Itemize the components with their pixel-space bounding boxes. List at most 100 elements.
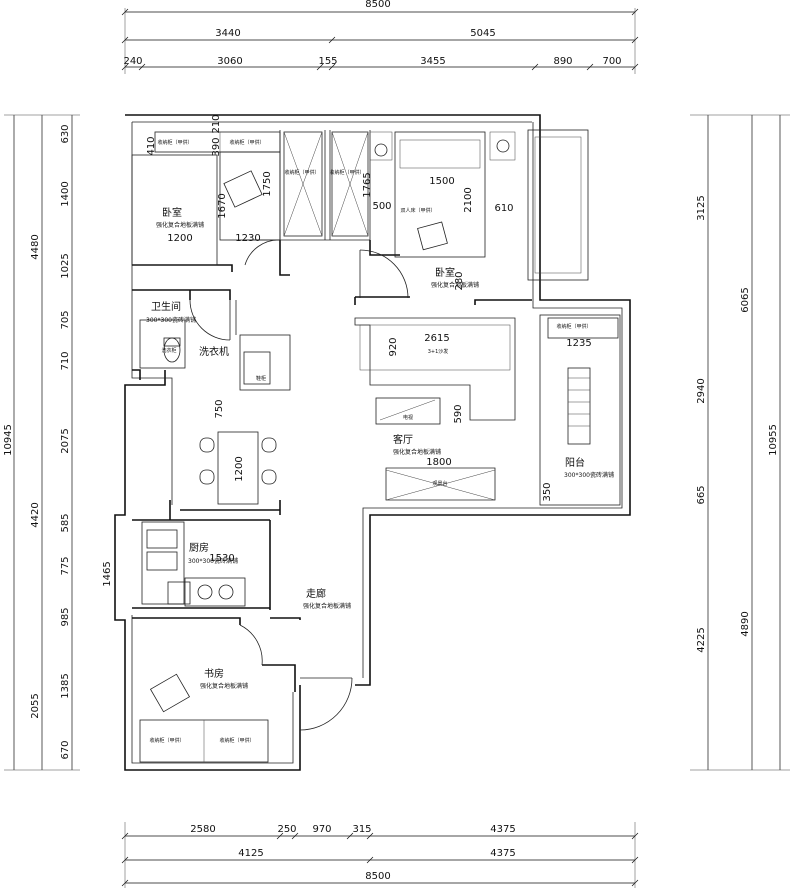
furniture-labels: 双人床（甲供）3+1沙发收纳柜（甲供）收纳柜（甲供）收纳柜（甲供）收纳柜（甲供）…	[149, 139, 591, 744]
dimension-tick	[531, 63, 539, 71]
furniture-label: 收纳柜（甲供）	[219, 737, 254, 744]
dimension-label: 700	[602, 56, 621, 67]
interior-dimension-label: 2615	[424, 333, 449, 344]
dimension-label: 10945	[3, 424, 14, 456]
furniture-label: 收纳柜（甲供）	[284, 169, 319, 176]
furniture-label: 鞋柜	[256, 375, 266, 382]
furniture-label: 收纳柜（甲供）	[149, 737, 184, 744]
dimension-label: 2580	[190, 824, 215, 835]
dimension-label: 4375	[490, 848, 515, 859]
interior-dimension-label: 920	[388, 337, 399, 356]
interior-dimension-label: 1230	[235, 233, 260, 244]
floor-finish-note: 强化复合地板满铺	[303, 602, 351, 610]
furniture	[131, 131, 619, 763]
dimension-label: 8500	[365, 871, 390, 882]
furniture-label: 收纳柜（甲供）	[229, 139, 264, 146]
dimension-tick	[138, 63, 146, 71]
dimension-label: 8500	[365, 0, 390, 10]
interior-dimension-label: 280	[454, 271, 465, 290]
furniture-label: 收纳柜（甲供）	[329, 169, 364, 176]
furniture-label: 收纳柜（甲供）	[556, 323, 591, 330]
dimension-label: 3440	[215, 28, 240, 39]
room-name: 走廊	[306, 587, 326, 600]
dimension-label: 155	[318, 56, 337, 67]
floor-finish-note: 300*300瓷砖满铺	[188, 557, 238, 565]
dimension-tick	[328, 36, 336, 44]
dimension-label: 250	[277, 824, 296, 835]
room-name: 卧室	[162, 206, 182, 219]
dimension-label: 4225	[696, 627, 707, 652]
dimension-lines	[4, 8, 790, 888]
interior-dimension-label: 500	[372, 201, 391, 212]
dimension-label: 2075	[60, 428, 71, 453]
floor-finish-note: 强化复合地板满铺	[393, 448, 441, 456]
dimension-label: 585	[60, 513, 71, 532]
room-name: 卫生间	[151, 300, 181, 313]
interior-dimension-label: 1530	[209, 553, 234, 564]
dimension-label: 4480	[30, 234, 41, 259]
dimension-label: 710	[60, 351, 71, 370]
interior-dimension-label: 1235	[566, 338, 591, 349]
dimension-tick	[328, 63, 336, 71]
dimension-label: 4375	[490, 824, 515, 835]
dimension-label: 3125	[696, 195, 707, 220]
dimension-label: 890	[553, 56, 572, 67]
dimension-label: 240	[123, 56, 142, 67]
room-name: 客厅	[393, 433, 413, 446]
dimension-label: 4420	[30, 502, 41, 527]
interior-dimension-label: 1465	[102, 561, 113, 586]
walls	[114, 114, 631, 771]
interior-dimension-label: 390	[211, 137, 222, 156]
dimension-label: 670	[60, 740, 71, 759]
interior-dimension-label: 1200	[234, 456, 245, 481]
room-name: 厨房	[189, 541, 209, 554]
floor-finish-note: 300*300瓷砖满铺	[564, 471, 614, 479]
dimension-label: 1025	[60, 253, 71, 278]
interior-dimension-label: 2100	[463, 187, 474, 212]
interior-dimension-label: 1500	[429, 176, 454, 187]
interior-dimension-label: 1200	[167, 233, 192, 244]
dimension-label: 5045	[470, 28, 495, 39]
dimension-label: 3060	[217, 56, 242, 67]
interior-dimension-label: 590	[453, 404, 464, 423]
interior-dimension-label: 1670	[217, 193, 228, 218]
interior-dimension-label: 410	[146, 136, 157, 155]
interior-dimension-label: 350	[542, 482, 553, 501]
doors	[189, 239, 409, 731]
furniture-label: 收纳柜（甲供）	[157, 139, 192, 146]
room-name: 洗衣机	[199, 345, 229, 358]
furniture-label: 3+1沙发	[428, 348, 449, 355]
furniture-label: 双人床（甲供）	[400, 207, 435, 214]
dimension-label: 3455	[420, 56, 445, 67]
room-name: 书房	[204, 667, 224, 680]
dimension-label: 4890	[740, 611, 751, 636]
furniture-label: 电视	[403, 414, 413, 421]
dimension-tick	[586, 63, 594, 71]
interior-dimension-label: 1765	[362, 172, 373, 197]
dimension-label: 630	[60, 124, 71, 143]
dimension-label: 985	[60, 607, 71, 626]
interior-dimension-label: 610	[494, 203, 513, 214]
dimension-label: 1385	[60, 673, 71, 698]
furniture-label: 观景台	[432, 480, 447, 487]
room-name: 阳台	[565, 456, 585, 469]
interior-dimension-label: 1750	[262, 171, 273, 196]
dimension-text: 8500 3440 5045 240 3060 155 3455 890 700 2580 250 9…	[3, 0, 779, 882]
floor-finish-note: 300*300瓷砖满铺	[146, 316, 196, 324]
dimension-label: 2940	[696, 378, 707, 403]
dimension-label: 315	[352, 824, 371, 835]
dimension-label: 1400	[60, 181, 71, 206]
floor-finish-note: 强化复合地板满铺	[431, 281, 479, 289]
dimension-label: 775	[60, 556, 71, 575]
dimension-label: 6065	[740, 287, 751, 312]
interior-dimension-label: 750	[214, 399, 225, 418]
room-name: 卧室	[435, 266, 455, 279]
floor-finish-note: 强化复合地板满铺	[156, 221, 204, 229]
floor-finish-note: 强化复合地板满铺	[200, 682, 248, 690]
room-labels: 卧室强化复合地板满铺卫生间300*300瓷砖满铺洗衣机卧室强化复合地板满铺客厅强…	[146, 206, 614, 690]
dimension-label: 4125	[238, 848, 263, 859]
dimension-label: 665	[696, 485, 707, 504]
dimension-tick	[316, 63, 324, 71]
dimension-label: 2055	[30, 693, 41, 718]
dimension-label: 10955	[768, 424, 779, 456]
